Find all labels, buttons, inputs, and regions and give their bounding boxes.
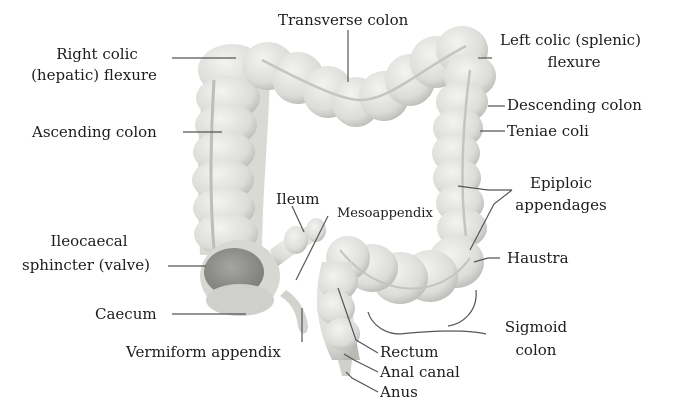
ileum [270,218,326,266]
label-anus: Anus [380,383,418,401]
label-epiploic-appendages-line1: Epiploic [505,174,617,193]
label-ileocaecal-sphincter-line2: sphincter (valve) [22,256,150,275]
label-right-colic-flexure-line1: Right colic [22,45,172,64]
label-sigmoid-colon-line1: Sigmoid [486,318,586,337]
label-teniae-coli: Teniae coli [507,122,589,141]
label-left-colic-flexure-line1: Left colic (splenic) [500,31,641,50]
label-ileum: Ileum [276,190,319,209]
label-sigmoid-colon-line2: colon [486,341,586,360]
label-ileocaecal-sphincter-line1: Ileocaecal [26,232,152,251]
label-epiploic-appendages-line2: appendages [505,196,617,215]
label-haustra: Haustra [507,249,569,268]
label-ascending-colon: Ascending colon [32,123,157,142]
label-vermiform-appendix: Vermiform appendix [126,343,281,362]
rectum [317,262,360,376]
label-right-colic-flexure-line2: (hepatic) flexure [18,66,170,85]
label-left-colic-flexure-line2: flexure [540,53,608,72]
label-transverse-colon: Transverse colon [278,11,408,30]
vermiform-appendix [280,290,308,334]
label-caecum: Caecum [95,305,157,324]
leader-anus [346,372,378,392]
label-mesoappendix: Mesoappendix [337,204,433,223]
label-descending-colon: Descending colon [507,96,642,115]
caecum [200,240,280,316]
label-rectum: Rectum [380,343,438,362]
leader-sigmoid-colon-2 [448,290,476,326]
label-anal-canal: Anal canal [380,363,460,382]
